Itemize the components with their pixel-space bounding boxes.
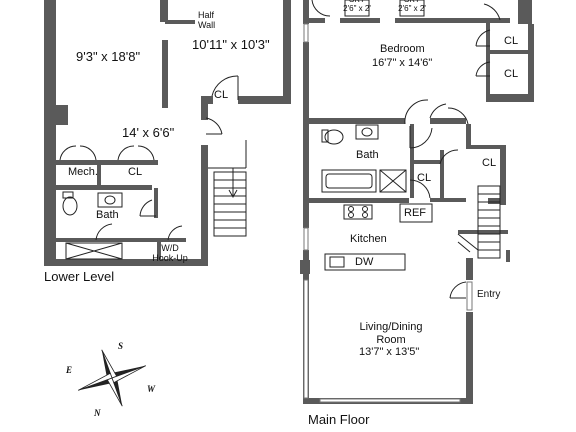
main-bath-fixtures — [321, 124, 407, 193]
mech-label: Mech. — [68, 166, 98, 178]
room-a-dims: 9'3" x 18'8" — [76, 49, 141, 64]
main-cl-a: CL — [504, 35, 519, 47]
lower-bath-label: Bath — [96, 209, 119, 221]
living-label: Living/Dining Room — [359, 321, 423, 346]
lower-stairs — [208, 140, 247, 237]
lower-doors — [59, 75, 239, 241]
lower-cl-2: CL — [214, 89, 229, 101]
lower-level-walls — [44, 0, 291, 266]
half-wall-label: Half Wall — [198, 10, 216, 30]
ref-label: REF — [404, 207, 426, 219]
windows — [303, 23, 473, 403]
dw-label: DW — [355, 256, 374, 268]
compass-n: N — [94, 408, 101, 418]
entry-label: Entry — [477, 289, 501, 300]
main-cl-c: CL — [417, 172, 432, 184]
skylights — [344, 0, 425, 17]
skylight-1: SKY 2'6" x 2' — [343, 0, 371, 13]
bedroom-dims: 16'7" x 14'6" — [372, 57, 433, 69]
main-floor-title: Main Floor — [308, 412, 370, 427]
compass-w: W — [147, 384, 156, 394]
compass-s: S — [118, 341, 124, 351]
main-cl-b: CL — [504, 68, 519, 80]
hall-dims: 14' x 6'6" — [122, 125, 175, 140]
lower-cl-1: CL — [128, 166, 143, 178]
kitchen-fixtures — [324, 203, 433, 271]
kitchen-label: Kitchen — [350, 233, 387, 245]
lower-level-title: Lower Level — [44, 269, 115, 284]
lower-bath-fixtures — [62, 191, 123, 260]
compass-rose — [77, 349, 147, 407]
room-b-dims: 10'11" x 10'3" — [192, 37, 270, 52]
bedroom-label: Bedroom — [380, 43, 425, 55]
compass-e: E — [66, 365, 73, 375]
main-bath-label: Bath — [356, 149, 379, 161]
wd-label: W/D Hook-Up — [152, 243, 188, 263]
skylight-2: SKY 2'6" x 2' — [398, 0, 426, 13]
living-dims: 13'7" x 13'5" — [359, 346, 420, 358]
main-doors — [311, 0, 501, 299]
main-cl-d: CL — [482, 157, 497, 169]
main-stairs — [457, 185, 501, 259]
